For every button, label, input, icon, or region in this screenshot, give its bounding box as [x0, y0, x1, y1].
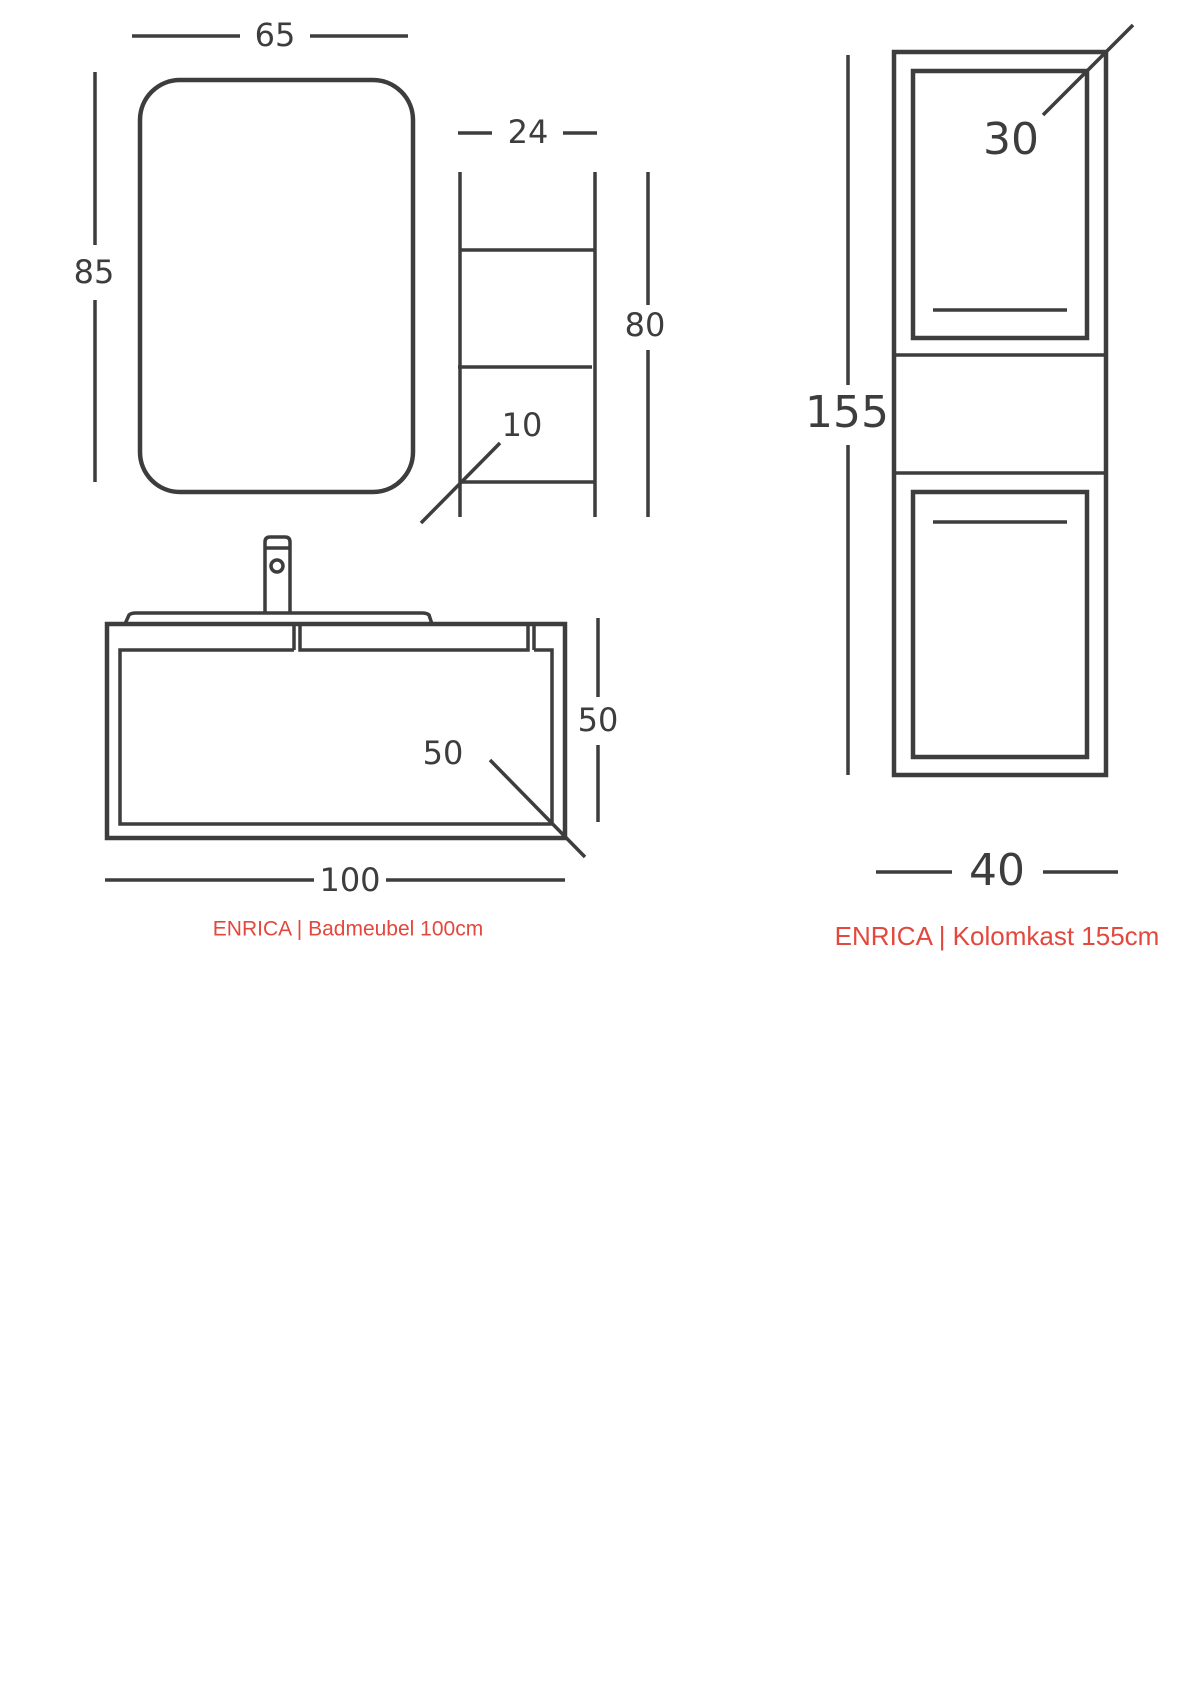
faucet-handle	[269, 558, 285, 574]
shelf-unit-depth-indicator-line	[419, 441, 502, 525]
drawer-handle-recess	[292, 624, 536, 652]
column-width-label: 40	[969, 845, 1025, 896]
mirror-height-label: 85	[74, 253, 115, 291]
column-height-label: 155	[805, 387, 889, 438]
vanity-caption: ENRICA | Badmeubel 100cm	[213, 918, 483, 941]
mirror-drawing: 65 85	[74, 16, 416, 495]
shelf-unit-width-label: 24	[508, 113, 549, 151]
shelf-unit-depth-label: 10	[502, 406, 543, 444]
column-depth-indicator-line	[1041, 23, 1135, 117]
column-cabinet-outline	[891, 49, 1109, 778]
mirror-outline	[137, 77, 416, 495]
column-cabinet-drawing: 155 40 30 ENRICA | Kolomkast 155cm	[805, 23, 1160, 951]
vanity-height-label: 50	[578, 701, 619, 739]
vanity-depth-label: 50	[423, 734, 464, 772]
basin-top	[123, 611, 434, 625]
lower-door-panel	[910, 489, 1090, 760]
vanity-depth-indicator-line	[488, 758, 587, 859]
vanity-cabinet-outline	[104, 621, 568, 841]
faucet-icon	[263, 535, 292, 613]
vanity-width-label: 100	[319, 861, 380, 899]
shelf-unit-drawing: 24 80 10	[419, 113, 666, 525]
column-caption: ENRICA | Kolomkast 155cm	[835, 921, 1160, 951]
vanity-drawing: 100 50 50 ENRICA | Badmeubel 100cm	[104, 535, 619, 941]
vanity-drawer-front	[118, 648, 554, 826]
column-depth-label: 30	[983, 114, 1039, 165]
mirror-width-label: 65	[255, 16, 296, 54]
shelf-unit-height-label: 80	[625, 306, 666, 344]
upper-door-panel	[910, 68, 1090, 341]
